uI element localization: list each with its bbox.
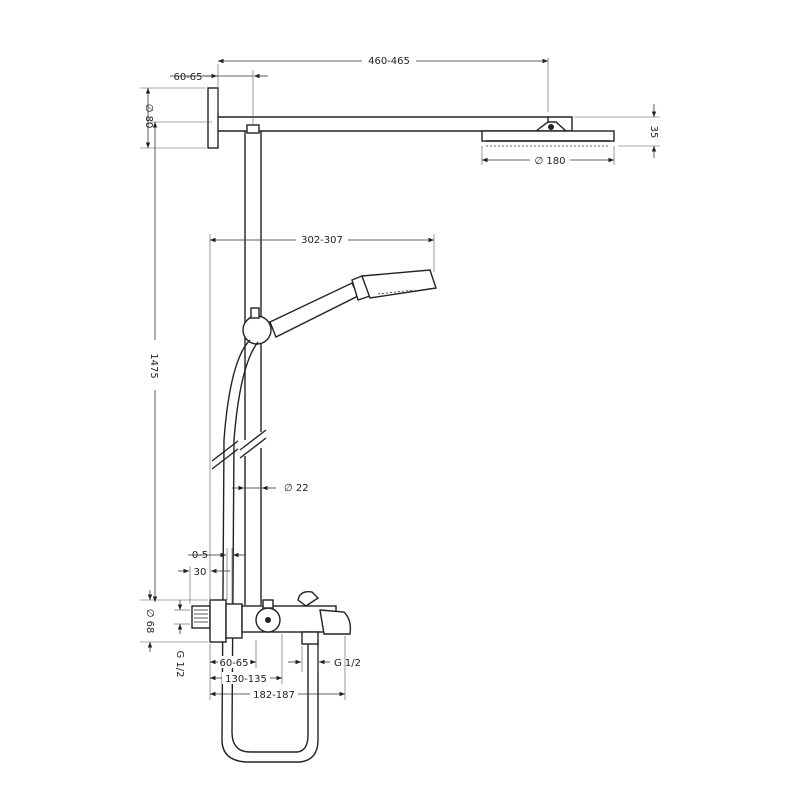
dim-total-height-label: 1475 — [148, 353, 159, 378]
dim-centers-short: 60-65 — [209, 640, 257, 700]
riser-rail — [244, 124, 262, 605]
dim-hand-shower-reach-label: 302-307 — [301, 235, 343, 246]
overhead-shower-head — [481, 121, 615, 147]
dim-wall-offset-top: 60-65 — [170, 70, 268, 125]
dim-centers-mid-label: 130-135 — [225, 674, 267, 685]
bath-spout — [319, 609, 352, 635]
dim-head-diameter: ∅ 180 — [481, 146, 615, 167]
dim-total-height: 1475 — [148, 121, 212, 602]
hose-connector-right — [301, 631, 319, 645]
diverter-handle — [297, 590, 320, 607]
dim-adjust-range: 0-5 — [188, 548, 246, 604]
dim-wall-plate-diameter: ∅ 80 — [140, 87, 206, 149]
dim-centers-long-label: 182-187 — [253, 690, 295, 701]
shower-arm — [218, 116, 573, 132]
dim-inlet-thread-right: G 1/2 — [288, 646, 361, 672]
dim-centers-mid: 130-135 — [210, 634, 283, 685]
hand-shower-holder — [242, 307, 272, 345]
dim-head-height-label: 35 — [648, 126, 659, 139]
dim-connection-diameter: ∅ 68 — [140, 590, 208, 652]
dim-valve-depth-label: 30 — [194, 567, 207, 578]
dim-adjust-range-label: 0-5 — [192, 550, 208, 561]
hand-shower — [269, 269, 437, 338]
dim-centers-long: 182-187 — [210, 636, 346, 701]
dim-inlet-thread-left-label: G 1/2 — [174, 650, 185, 677]
dim-inlet-thread-right-label: G 1/2 — [334, 658, 361, 669]
dim-wall-plate-diameter-label: ∅ 80 — [143, 104, 154, 129]
dim-rail-diameter: ∅ 22 — [232, 483, 309, 494]
dim-centers-short-label: 60-65 — [219, 658, 248, 669]
dim-inlet-thread-left: G 1/2 — [174, 600, 190, 678]
dim-valve-depth: 30 — [178, 566, 230, 604]
dim-rail-diameter-label: ∅ 22 — [284, 483, 309, 494]
thermostat-knob — [255, 599, 281, 633]
dim-wall-offset-top-label: 60-65 — [173, 72, 202, 83]
shower-hose — [221, 339, 319, 763]
dim-arm-length: 460-465 — [217, 55, 549, 112]
dim-hand-shower-reach: 302-307 — [209, 234, 435, 604]
dim-connection-diameter-label: ∅ 68 — [144, 609, 155, 634]
rail-break-marks — [211, 429, 267, 470]
dim-head-diameter-label: ∅ 180 — [535, 156, 566, 167]
dim-arm-length-label: 460-465 — [368, 56, 410, 67]
dim-head-height: 35 — [574, 104, 660, 158]
wall-flange — [207, 87, 219, 149]
wall-connector-left — [191, 605, 211, 629]
